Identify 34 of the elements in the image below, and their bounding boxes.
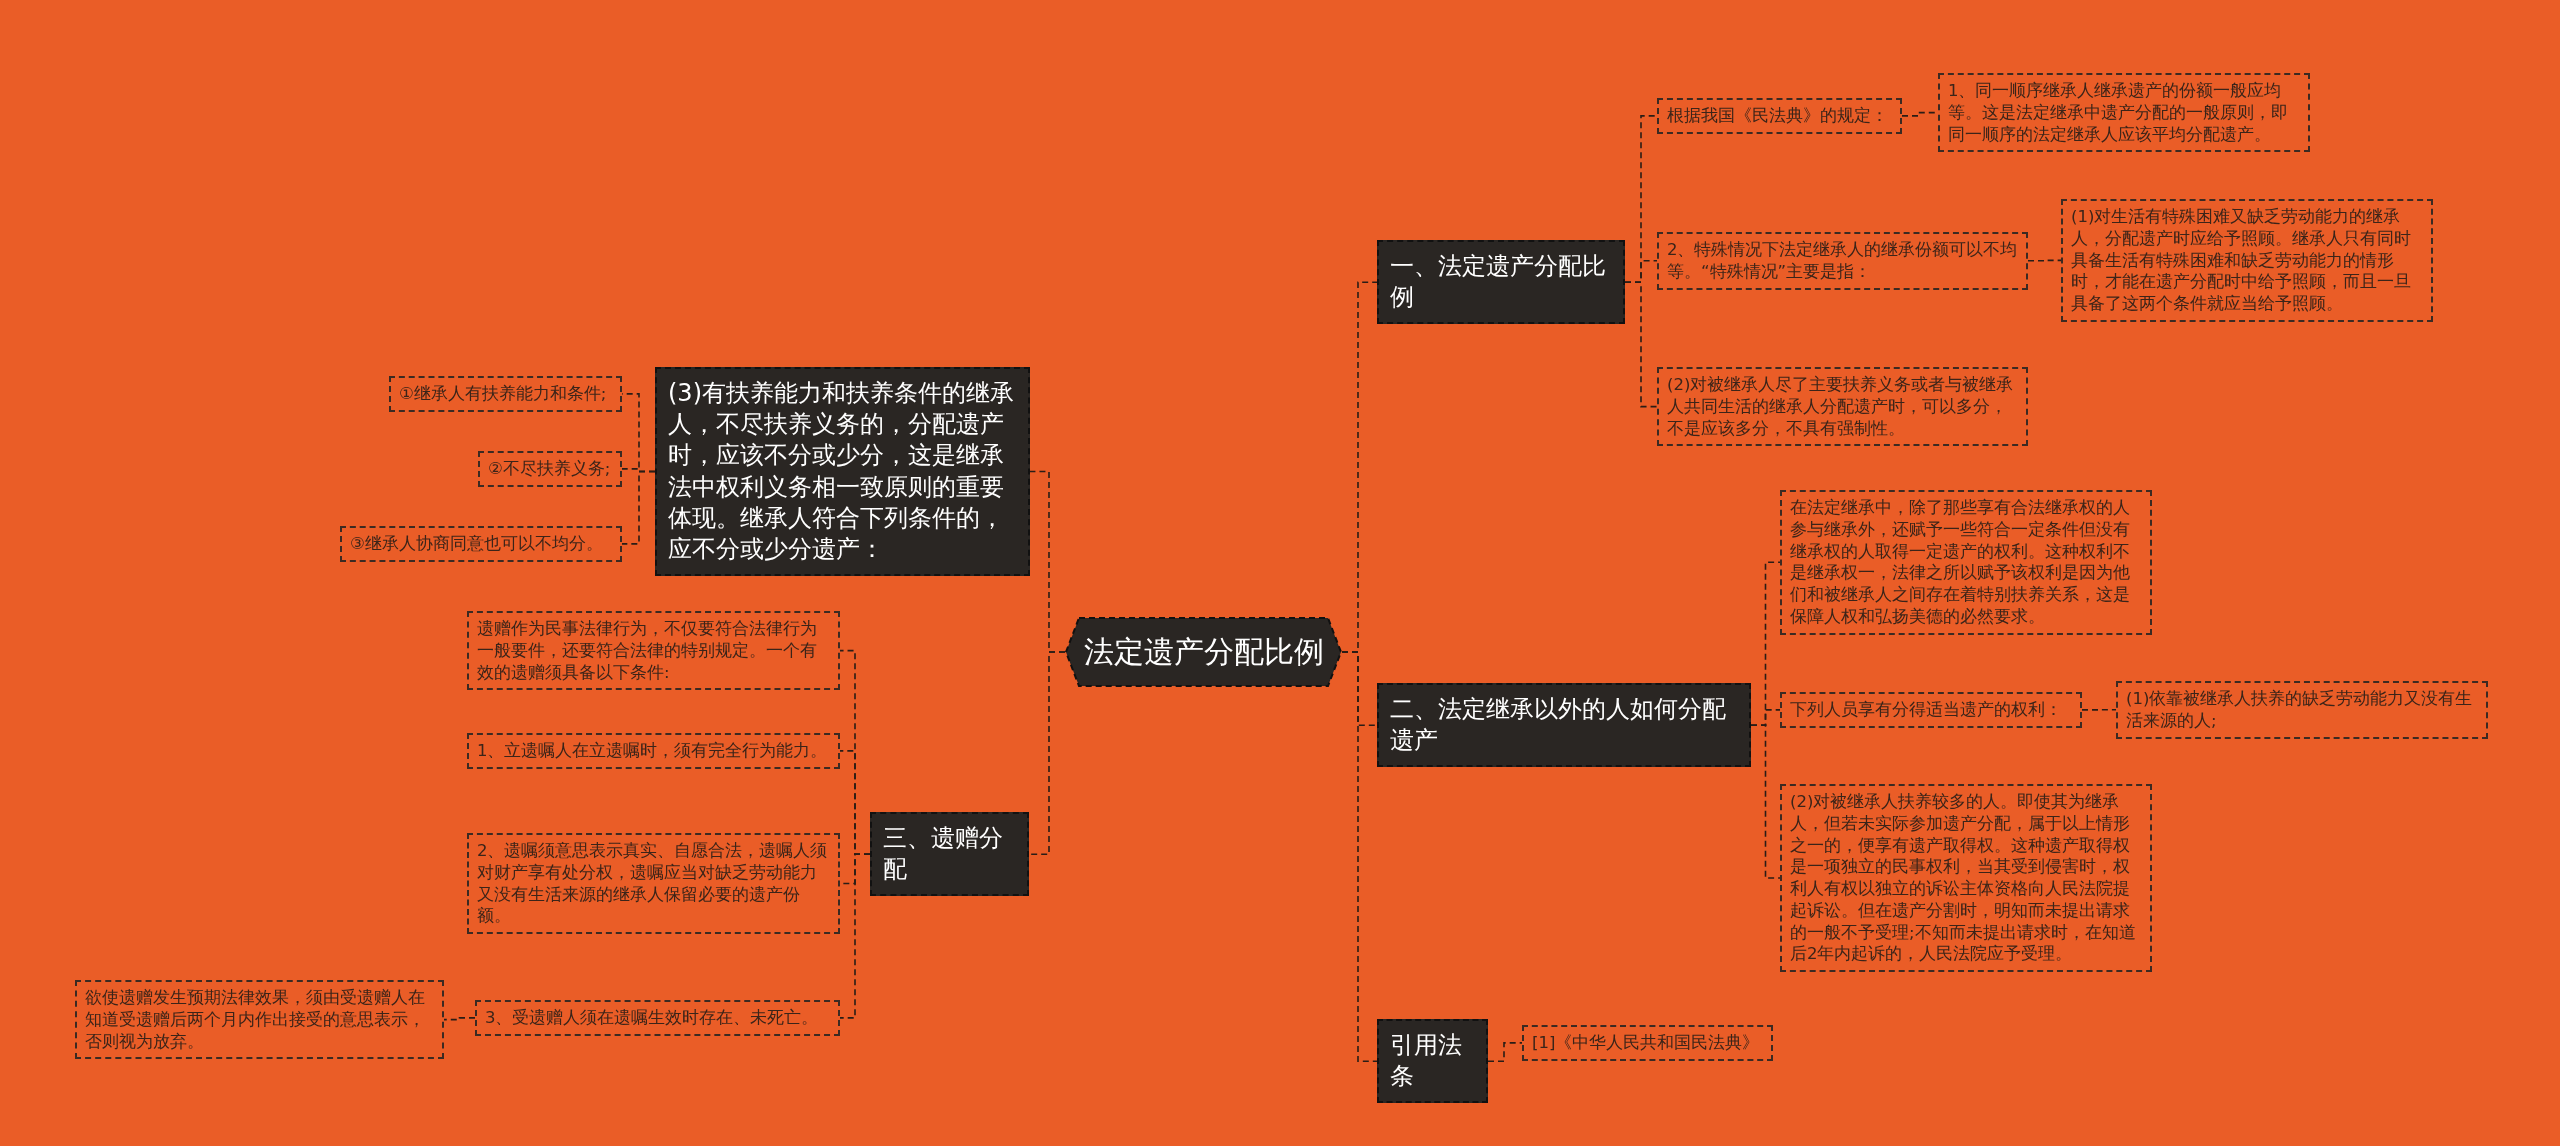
- note-box: (1)依靠被继承人扶养的缺乏劳动能力又没有生活来源的人;: [2116, 681, 2488, 739]
- note-box: 欲使遗赠发生预期法律效果，须由受遗赠人在知道受遗赠后两个月内作出接受的意思表示，否则视为放弃。: [75, 980, 444, 1060]
- note-box: (2)对被继承人扶养较多的人。即使其为继承人，但若未实际参加遗产分配，属于以上情形之一的，便享有遗产取得权。这种遗产取得权是一项独立的民事权利，当其受到侵害时，权利人有权以独立的诉讼主体资格向人民法院提起诉讼。但在遗产分割时，明知而未提出请求的一般不予受理;不知而未提出请求时，在知道后2年内起诉的，人民法院应予受理。: [1780, 784, 2152, 973]
- note-box: ②不尽扶养义务;: [478, 451, 622, 487]
- connector-line: [1487, 1042, 1523, 1062]
- note-box: 2、特殊情况下法定继承人的继承份额可以不均等。“特殊情况”主要是指：: [1657, 232, 2028, 290]
- topic-box: 二、法定继承以外的人如何分配遗产: [1377, 683, 1751, 768]
- note-box: 1、立遗嘱人在立遗嘱时，须有完全行为能力。: [467, 733, 840, 769]
- topic-box: 三、遗赠分配: [870, 812, 1029, 897]
- note-box: 下列人员享有分得适当遗产的权利：: [1780, 692, 2082, 728]
- connector-line: [2081, 708, 2117, 711]
- connector-line: [1341, 651, 1378, 1062]
- note-box: 遗赠作为民事法律行为，不仅要符合法律行为一般要件，还要符合法律的特别规定。一个有效的遗赠须具备以下条件:: [467, 611, 840, 691]
- note-box: ③继承人协商同意也可以不均分。: [340, 526, 622, 562]
- note-box: 1、同一顺序继承人继承遗产的份额一般应均等。这是法定继承中遗产分配的一般原则，即同一顺序的法定继承人应该平均分配遗产。: [1938, 73, 2310, 153]
- note-box: ①继承人有扶养能力和条件;: [389, 376, 622, 412]
- connector-line: [443, 1017, 476, 1021]
- topic-box: 引用法条: [1377, 1019, 1488, 1104]
- connector-line: [839, 853, 871, 1019]
- topic-box: (3)有扶养能力和扶养条件的继承人，不尽扶养义务的，分配遗产时，应该不分或少分，这是继承法中权利义务相一致原则的重要体现。继承人符合下列条件的，应不分或少分遗产：: [655, 367, 1030, 577]
- note-box: 2、遗嘱须意思表示真实、自愿合法，遗嘱人须对财产享有处分权，遗嘱应当对缺乏劳动能力又没有生活来源的继承人保留必要的遗产份额。: [467, 833, 840, 935]
- note-box: 3、受遗赠人须在遗嘱生效时存在、未死亡。: [475, 1000, 840, 1036]
- connector-line: [621, 470, 656, 545]
- central-topic: 法定遗产分配比例: [1065, 617, 1342, 687]
- note-box: (1)对生活有特殊困难又缺乏劳动能力的继承人，分配遗产时应给予照顾。继承人只有同时具备生活有特殊困难和缺乏劳动能力的情形时，才能在遗产分配时中给予照顾，而且一旦具备了这两个条件就应当给予照顾。: [2061, 199, 2433, 322]
- note-box: (2)对被继承人尽了主要扶养义务或者与被继承人共同生活的继承人分配遗产时，可以多分，不是应该多分，不具有强制性。: [1657, 367, 2028, 447]
- connector-line: [1028, 651, 1066, 855]
- note-box: 根据我国《民法典》的规定：: [1657, 98, 1902, 134]
- connector-line: [1750, 724, 1781, 879]
- note-box: [1]《中华人民共和国民法典》: [1522, 1025, 1773, 1061]
- connector-line: [2027, 259, 2062, 262]
- connector-line: [1624, 281, 1658, 408]
- note-box: 在法定继承中，除了那些享有合法继承权的人参与继承外，还赋予一些符合一定条件但没有继承权的人取得一定遗产的权利。这种权利不是继承权一，法律之所以赋予该权利是因为他们和被继承人之间存在着特别扶养关系，这是保障人权和弘扬美德的必然要求。: [1780, 490, 2152, 635]
- topic-box: 一、法定遗产分配比例: [1377, 240, 1625, 325]
